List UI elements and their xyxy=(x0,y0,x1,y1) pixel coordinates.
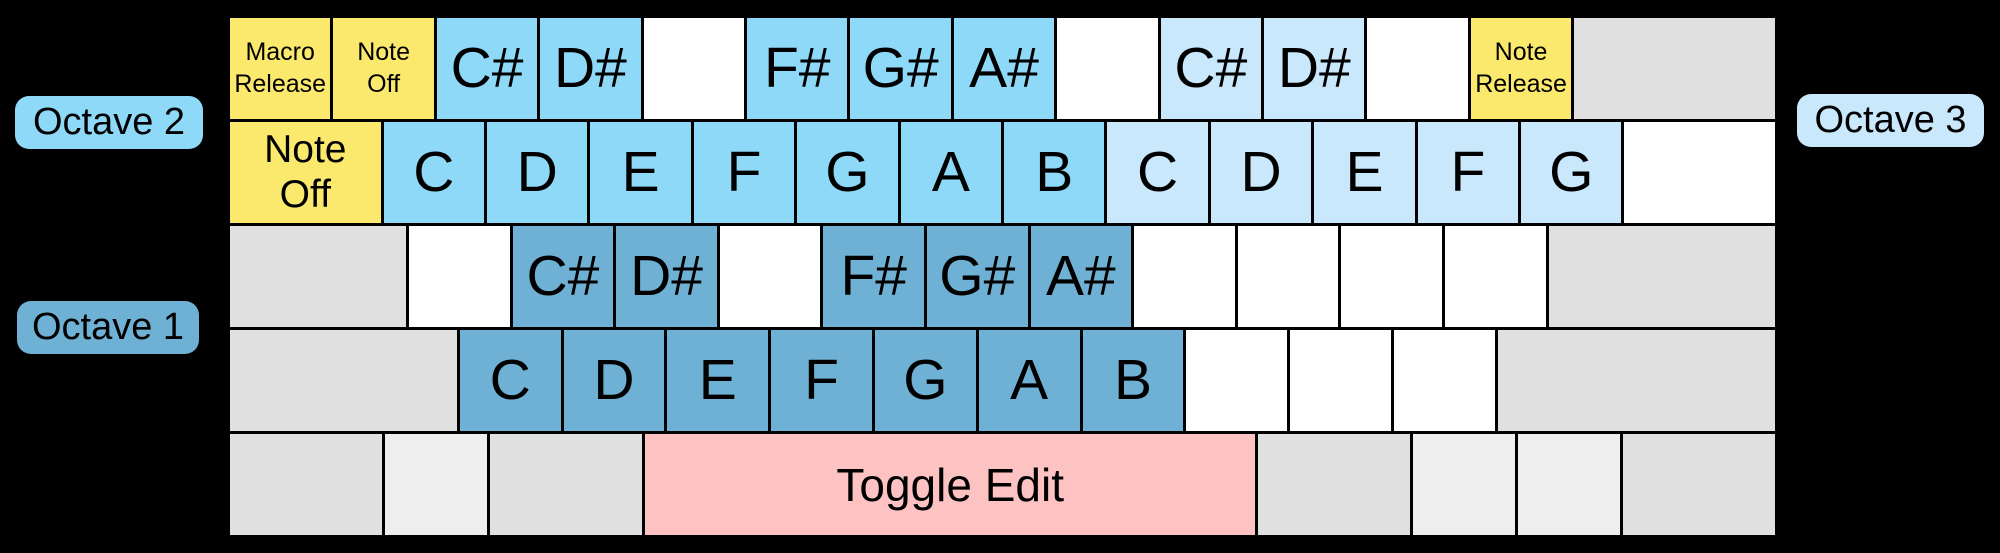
key-c-octave2: C xyxy=(383,122,484,223)
key-dsharp-octave2: D# xyxy=(540,18,641,119)
key-f-octave2: F xyxy=(693,122,795,223)
key-a-octave2: A xyxy=(900,122,1002,223)
key-b-octave2: B xyxy=(1004,122,1105,223)
key-asharp-octave1: A# xyxy=(1030,226,1132,327)
keyboard-row-5: Toggle Edit xyxy=(230,434,1775,535)
key-rctrl-gray xyxy=(1622,434,1775,535)
key-d-octave2: D xyxy=(487,122,588,223)
key-lshift-gray xyxy=(230,330,457,431)
key-note-release: Note Release xyxy=(1470,18,1572,119)
key-enter-gray xyxy=(1548,226,1775,327)
key-e-octave2: E xyxy=(590,122,691,223)
key-capslock-gray xyxy=(230,226,407,327)
key-ralt-gray xyxy=(1258,434,1411,535)
key-blank-r3-6 xyxy=(1444,226,1546,327)
key-rshift-gray xyxy=(1497,330,1775,431)
key-lctrl-gray xyxy=(230,434,383,535)
key-blank-r1-2 xyxy=(1057,18,1158,119)
key-blank-r2-1 xyxy=(1624,122,1776,223)
key-c-octave1: C xyxy=(459,330,561,431)
key-a-octave1: A xyxy=(978,330,1080,431)
key-blank-r3-2 xyxy=(719,226,821,327)
key-d-octave3: D xyxy=(1210,122,1312,223)
key-menu-lightgray xyxy=(1518,434,1620,535)
key-toggle-edit: Toggle Edit xyxy=(645,434,1255,535)
key-csharp-octave2: C# xyxy=(436,18,538,119)
key-blank-r1-1 xyxy=(643,18,745,119)
key-lalt-gray xyxy=(490,434,643,535)
key-fsharp-octave2: F# xyxy=(747,18,848,119)
key-gsharp-octave1: G# xyxy=(927,226,1028,327)
key-blank-r3-5 xyxy=(1341,226,1442,327)
key-csharp-octave3: C# xyxy=(1160,18,1262,119)
key-b-octave1: B xyxy=(1082,330,1184,431)
key-e-octave3: E xyxy=(1314,122,1415,223)
key-blank-r3-4 xyxy=(1237,226,1339,327)
key-blank-r4-1 xyxy=(1186,330,1288,431)
key-lwin-lightgray xyxy=(385,434,487,535)
octave-1-badge: Octave 1 xyxy=(17,301,199,354)
key-gsharp-octave2: G# xyxy=(850,18,951,119)
key-blank-r4-3 xyxy=(1393,330,1495,431)
key-note-off-top: Note Off xyxy=(333,18,434,119)
key-f-octave1: F xyxy=(771,330,872,431)
key-blank-r1-3 xyxy=(1367,18,1468,119)
key-dsharp-octave3: D# xyxy=(1264,18,1365,119)
key-dsharp-octave1: D# xyxy=(616,226,717,327)
key-asharp-octave2: A# xyxy=(953,18,1055,119)
key-blank-r4-2 xyxy=(1290,330,1391,431)
keyboard-row-3: C#D# F#G#A# xyxy=(230,226,1775,327)
key-g-octave2: G xyxy=(797,122,898,223)
key-rwin-lightgray xyxy=(1413,434,1515,535)
octave-2-badge: Octave 2 xyxy=(15,96,203,149)
octave-3-badge: Octave 3 xyxy=(1797,94,1984,147)
key-note-off-tab: Note Off xyxy=(230,122,381,223)
key-backspace-gray xyxy=(1574,18,1776,119)
key-macro-release: Macro Release xyxy=(230,18,331,119)
key-f-octave3: F xyxy=(1417,122,1519,223)
key-fsharp-octave1: F# xyxy=(823,226,925,327)
key-c-octave3: C xyxy=(1107,122,1208,223)
key-e-octave1: E xyxy=(667,330,769,431)
key-g-octave3: G xyxy=(1521,122,1622,223)
key-blank-r3-1 xyxy=(409,226,510,327)
key-blank-r3-3 xyxy=(1134,226,1235,327)
key-csharp-octave1: C# xyxy=(512,226,614,327)
key-g-octave1: G xyxy=(874,330,976,431)
key-d-octave1: D xyxy=(563,330,665,431)
